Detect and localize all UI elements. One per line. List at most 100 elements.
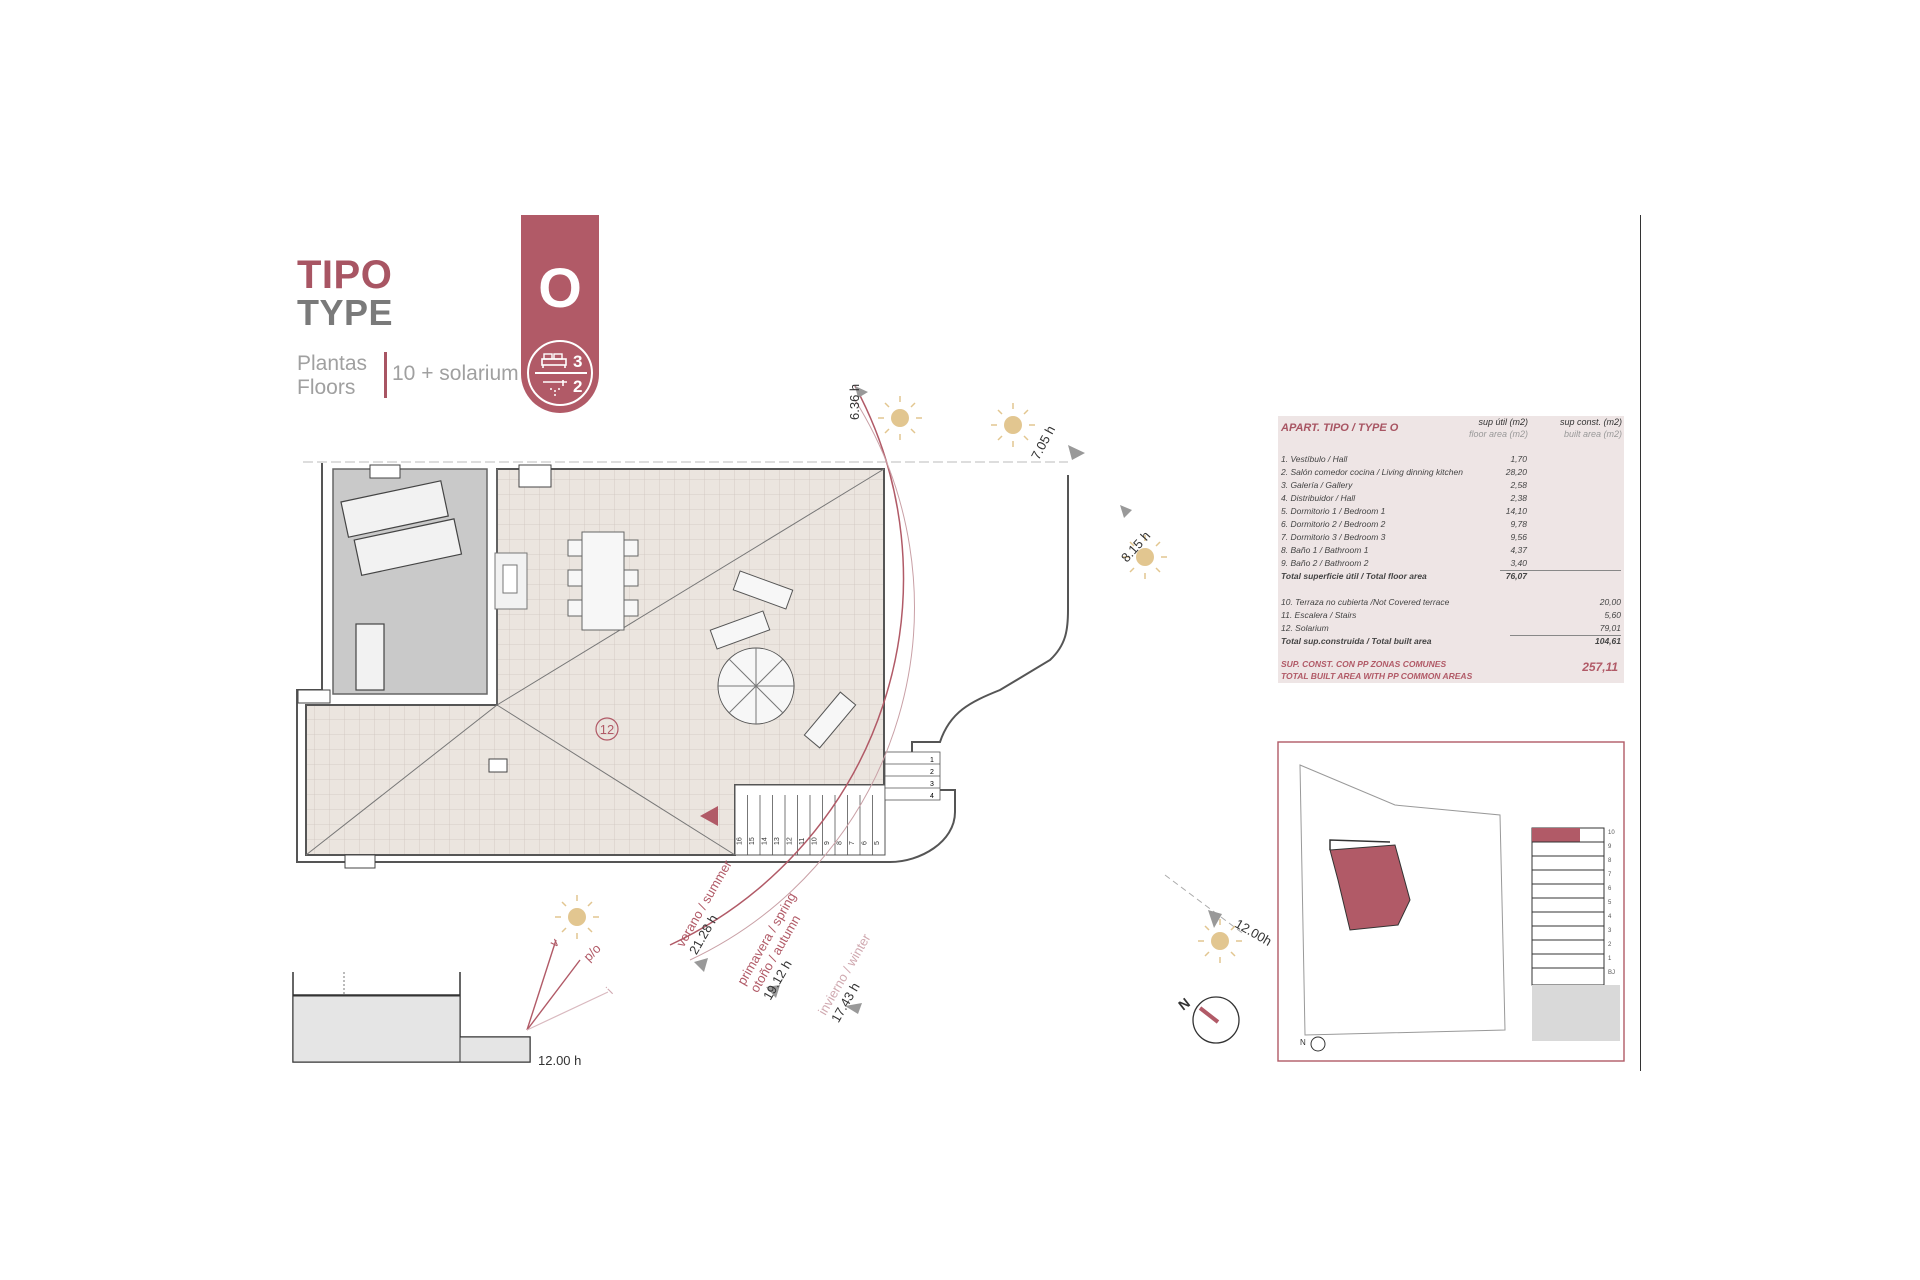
bed-icon [541, 353, 567, 368]
north-needle [1198, 1006, 1220, 1024]
row-label: 2. Salón comedor cocina / Living dinning… [1281, 467, 1463, 477]
stair-number: 7 [849, 841, 856, 845]
row-label: 5. Dormitorio 1 / Bedroom 1 [1281, 506, 1386, 516]
section-levels [1531, 827, 1605, 986]
dining-table [581, 531, 625, 631]
stair-number: 10 [811, 837, 818, 845]
slope-line [305, 704, 498, 856]
level-label: 4 [1608, 914, 1612, 920]
chairs [567, 539, 639, 617]
row-const: 79,01 [1599, 623, 1621, 633]
north-compass [1192, 996, 1240, 1044]
row-label: 12. Solarium [1281, 623, 1329, 633]
level-label: 9 [1608, 844, 1612, 850]
stair-number: 13 [774, 837, 781, 845]
slope-line [496, 704, 736, 856]
floors-label: Plantas Floors [297, 352, 367, 400]
table-row: 1. Vestíbulo / Hall 1,70 [1281, 453, 1621, 466]
row-util: 4,37 [1510, 545, 1527, 555]
pp-value: 257,11 [1582, 660, 1618, 674]
drain [488, 758, 508, 773]
stair-number: 9 [824, 841, 831, 845]
stair-number: 16 [736, 837, 743, 845]
sun-rays [555, 396, 1242, 963]
bedroom-count: 3 [573, 352, 583, 371]
section-annex [459, 1036, 531, 1063]
noon-line [1164, 874, 1246, 936]
pp-label-es: SUP. CONST. CON PP ZONAS COMUNES [1281, 659, 1447, 669]
col2-en: built area (m2) [1563, 429, 1622, 439]
total-util-label: Total superficie útil / Total floor area [1281, 571, 1427, 581]
col1-es: sup útil (m2) [1478, 417, 1528, 427]
floors-label-en: Floors [297, 376, 356, 399]
col1-en: floor area (m2) [1468, 429, 1528, 439]
slope-line [496, 468, 885, 706]
row-util: 3,40 [1510, 558, 1527, 568]
small-stair-num: 3 [930, 781, 934, 788]
site-outline [1299, 764, 1506, 1036]
rooms-badge [527, 340, 593, 406]
key-north-compass [1310, 1036, 1326, 1052]
type-heading-en: TYPE [297, 292, 394, 333]
total-built-value: 104,61 [1595, 636, 1621, 646]
table-row: 12. Solarium 79,01 [1281, 622, 1621, 635]
row-label: 8. Baño 1 / Bathroom 1 [1281, 545, 1369, 555]
total-built-label: Total sup.construida / Total built area [1281, 636, 1432, 646]
table-rule [1500, 570, 1621, 571]
col2-es: sup const. (m2) [1559, 417, 1622, 427]
stair-number: 11 [799, 838, 806, 845]
section-body [292, 995, 461, 1063]
sun-angle-arrows [526, 939, 581, 1031]
table-row: 8. Baño 1 / Bathroom 1 4,37 [1281, 544, 1621, 557]
stair-number: 5 [874, 841, 881, 845]
level-label: 2 [1608, 942, 1612, 948]
section-time: 12.00 h [538, 1053, 582, 1068]
vent [344, 854, 376, 869]
sun-loungers [709, 570, 857, 749]
ground [1532, 985, 1620, 1041]
floors-value: 10 + solarium [392, 362, 519, 385]
key-plan-highlight [1329, 844, 1411, 931]
level-lines [1532, 841, 1604, 969]
area-table: APART. TIPO / TYPE O sup útil (m2) floor… [1278, 416, 1624, 683]
table-rule [1510, 635, 1621, 636]
level-label: 10 [1608, 830, 1615, 836]
key-north-label: N [1300, 1038, 1306, 1047]
row-label: 4. Distribuidor / Hall [1281, 493, 1356, 503]
sun-time-label: 6.36 h [847, 383, 862, 420]
floors-label-es: Plantas [297, 352, 368, 375]
sun-icon [568, 409, 1229, 950]
total-util-value: 76,07 [1505, 571, 1527, 581]
type-heading-es: TIPO [297, 253, 393, 297]
type-letter: O [538, 256, 582, 319]
row-label: 1. Vestíbulo / Hall [1281, 454, 1348, 464]
table-title: APART. TIPO / TYPE O [1281, 422, 1399, 434]
small-stair-num: 1 [930, 757, 934, 764]
level-label: 8 [1608, 858, 1612, 864]
small-stair-num: 2 [930, 769, 934, 776]
row-util: 1,70 [1510, 454, 1527, 464]
table-row: 2. Salón comedor cocina / Living dinning… [1281, 466, 1621, 479]
table-total-row: Total superficie útil / Total floor area… [1281, 570, 1621, 583]
sun-path-arc [669, 385, 905, 946]
table-total-row: Total sup.construida / Total built area 1… [1281, 635, 1621, 648]
table-col-built-area: sup const. (m2) built area (m2) [1530, 416, 1622, 440]
level-label: 7 [1608, 872, 1612, 878]
key-plan-building [1329, 839, 1391, 850]
table-row: 5. Dormitorio 1 / Bedroom 1 14,10 [1281, 505, 1621, 518]
outer-wall [296, 463, 1069, 863]
floors-divider [384, 352, 387, 398]
level-label: 1 [1608, 956, 1612, 962]
sun-path-arc-inner [689, 399, 915, 961]
row-util: 14,10 [1505, 506, 1527, 516]
winter-sun-arrow [526, 991, 609, 1031]
vent [297, 689, 331, 704]
pp-label-en: TOTAL BUILT AREA WITH PP COMMON AREAS [1281, 671, 1473, 681]
room-number: 12 [600, 722, 614, 737]
